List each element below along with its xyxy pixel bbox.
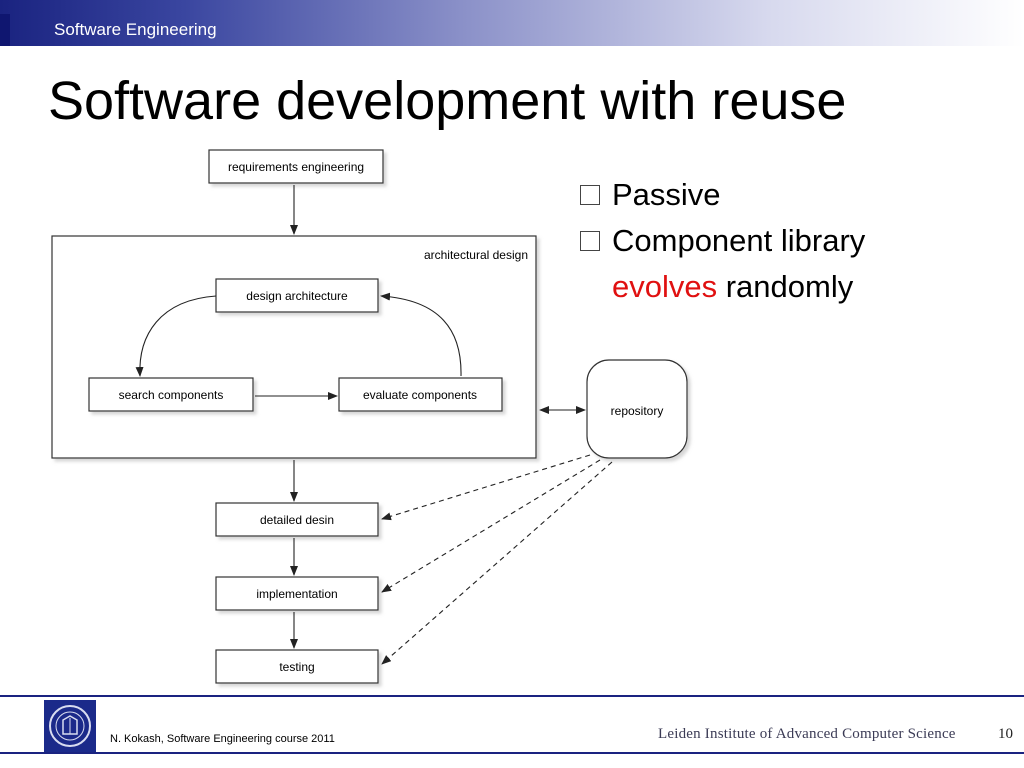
node-requirements-label: requirements engineering <box>228 160 364 174</box>
node-repository-label: repository <box>611 404 664 418</box>
node-detailed-design: detailed desin <box>215 502 379 537</box>
reuse-process-diagram: requirements engineering architectural d… <box>51 149 688 684</box>
node-detailed-design-label: detailed desin <box>260 513 334 527</box>
footer-divider-top <box>0 695 1024 697</box>
node-repository: repository <box>586 359 688 459</box>
node-implementation-label: implementation <box>256 587 337 601</box>
node-requirements: requirements engineering <box>208 149 384 184</box>
node-implementation: implementation <box>215 576 379 611</box>
header-bar <box>0 0 1024 46</box>
node-evaluate-components: evaluate components <box>338 377 503 412</box>
bullet-passive-text: Passive <box>612 177 721 212</box>
dashed-arrow-repository-to-testing <box>381 461 613 665</box>
course-header: Software Engineering <box>54 20 217 39</box>
arrow-design-to-search <box>135 295 217 377</box>
node-search-components-label: search components <box>119 388 224 402</box>
node-design-architecture-label: design architecture <box>246 289 348 303</box>
arrow-evaluate-to-design <box>380 292 462 377</box>
header-accent <box>0 14 10 46</box>
bullet-randomly-text: randomly <box>725 269 854 304</box>
architectural-design-label: architectural design <box>424 248 528 262</box>
node-testing: testing <box>215 649 379 684</box>
page-number: 10 <box>998 726 1013 742</box>
node-search-components: search components <box>88 377 254 412</box>
footer-divider-bottom <box>0 752 1024 754</box>
bullet-passive: Passive <box>578 172 865 218</box>
bullet-component-library: Component library evolves randomly <box>578 218 865 310</box>
square-bullet-icon <box>580 231 600 251</box>
bullet-component-library-text: Component library <box>612 223 866 258</box>
node-testing-label: testing <box>279 660 314 674</box>
footer-author: N. Kokash, Software Engineering course 2… <box>110 733 335 745</box>
university-seal-icon <box>44 700 96 752</box>
node-evaluate-components-label: evaluate components <box>363 388 477 402</box>
bullet-highlight-evolves: evolves <box>612 269 718 304</box>
slide-title: Software development with reuse <box>48 71 847 131</box>
square-bullet-icon <box>580 185 600 205</box>
node-design-architecture: design architecture <box>215 278 379 313</box>
footer-institute: Leiden Institute of Advanced Computer Sc… <box>658 726 956 742</box>
architectural-design-group: architectural design <box>51 235 537 459</box>
dashed-arrow-repository-to-impl <box>381 459 601 593</box>
bullet-list: Passive Component library evolves random… <box>578 172 865 310</box>
dashed-arrow-repository-to-detailed <box>381 454 591 521</box>
